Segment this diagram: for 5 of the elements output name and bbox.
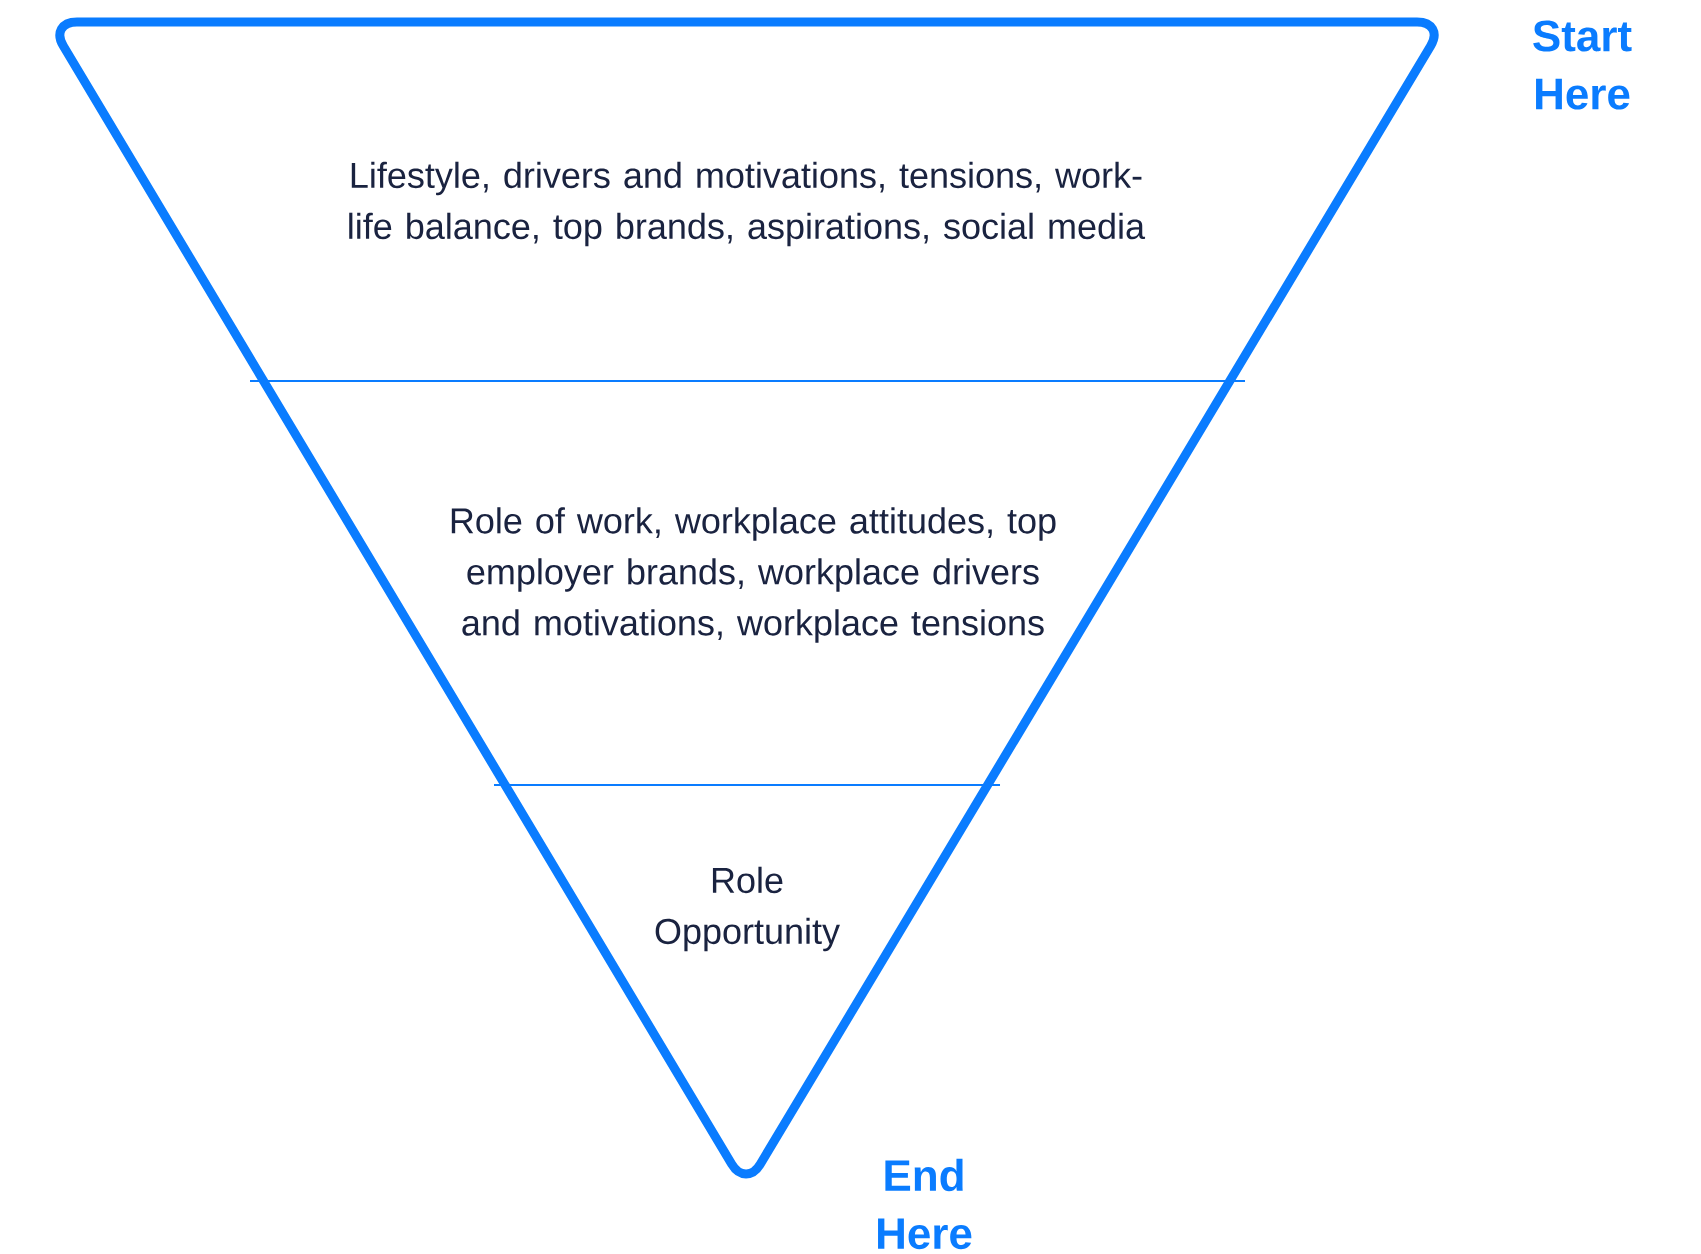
stage-label: End Here: [878, 1158, 972, 1250]
stage-label: Start Here: [1533, 20, 1632, 110]
band-text: Lifestyle, drivers and motivations, tensions, work-life balance, top brands, aspirations, social media: [349, 161, 1146, 247]
band-text: Role Opportunity: [655, 866, 840, 952]
band-text: Role of work, workplace attitudes, top employer brands, workplace drivers and motivations, workplace tensions: [451, 507, 1056, 643]
